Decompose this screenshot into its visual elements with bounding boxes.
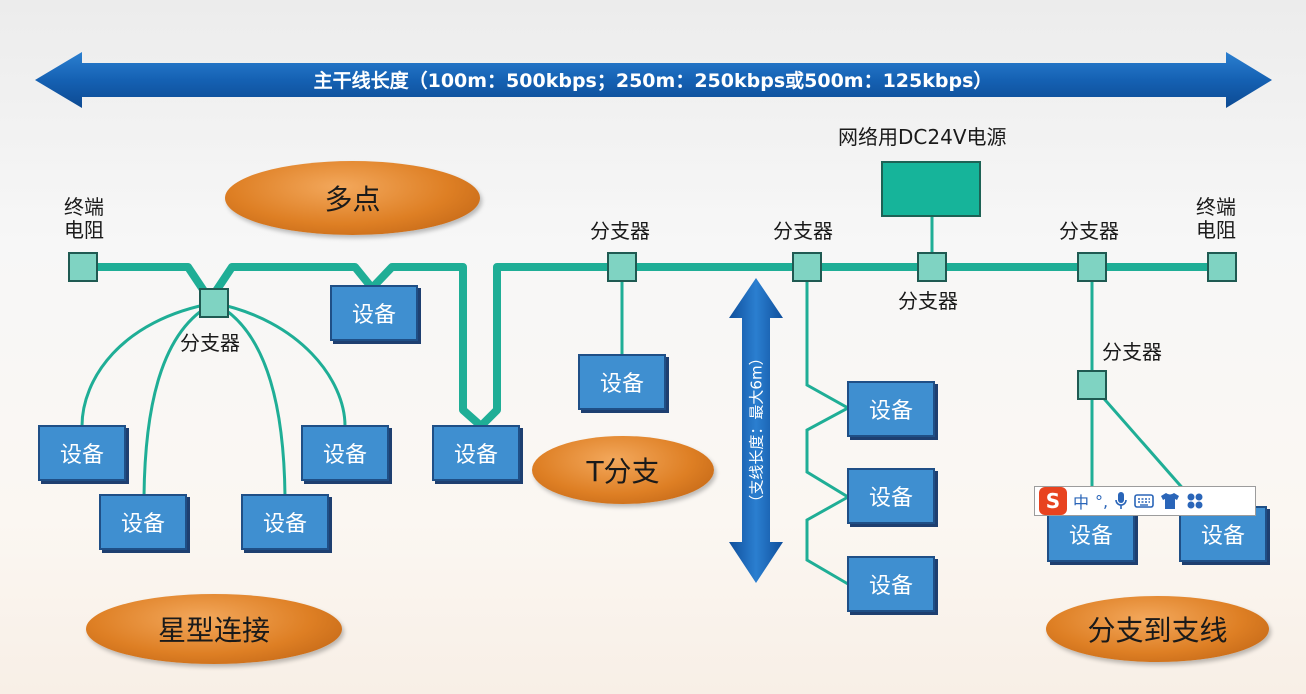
trunk-length-label: 主干线长度（100m：500kbps；250m：250kbps或500m：125… xyxy=(313,70,993,92)
sogou-logo-icon[interactable]: S xyxy=(1039,487,1067,515)
tap-sub-branch xyxy=(1077,370,1107,400)
tap-label: 分支器 xyxy=(590,219,650,243)
tap-power xyxy=(917,252,947,282)
tap-label: 分支器 xyxy=(1059,219,1119,243)
grid-icon[interactable] xyxy=(1186,492,1204,510)
power-supply xyxy=(881,161,981,217)
tap-multidrop xyxy=(792,252,822,282)
tap-label: 分支器 xyxy=(773,219,833,243)
device: 设备 xyxy=(38,425,126,481)
ime-mode-toggle[interactable]: 中 xyxy=(1073,493,1090,512)
ime-toolbar[interactable]: S 中 °, xyxy=(1034,486,1256,516)
tap-branch xyxy=(1077,252,1107,282)
tap-star xyxy=(199,288,229,318)
device: 设备 xyxy=(432,425,520,481)
terminator-right-label: 终端 电阻 xyxy=(1196,195,1236,242)
trunk-cable xyxy=(83,263,1226,429)
tap-label: 分支器 xyxy=(1102,340,1162,364)
tap-label: 分支器 xyxy=(180,331,240,355)
device: 设备 xyxy=(578,354,666,410)
tap-label: 分支器 xyxy=(898,289,958,313)
device: 设备 xyxy=(301,425,389,481)
drop-cables xyxy=(80,217,1202,586)
topology-branch-to-drop: 分支到支线 xyxy=(1046,596,1269,662)
keyboard-icon[interactable] xyxy=(1134,493,1154,509)
topology-star: 星型连接 xyxy=(86,594,342,664)
device: 设备 xyxy=(847,381,935,437)
device: 设备 xyxy=(99,494,187,550)
device: 设备 xyxy=(241,494,329,550)
topology-multipoint: 多点 xyxy=(225,161,480,235)
terminator-left xyxy=(68,252,98,282)
topology-t-branch: T分支 xyxy=(532,436,714,504)
drop-length-arrow xyxy=(729,278,783,583)
device: 设备 xyxy=(847,468,935,524)
tap-t-branch xyxy=(607,252,637,282)
device: 设备 xyxy=(330,285,418,341)
shirt-icon[interactable] xyxy=(1160,492,1180,510)
terminator-left-label: 终端 电阻 xyxy=(64,195,104,242)
power-supply-label: 网络用DC24V电源 xyxy=(838,125,1007,149)
drop-length-label: （支线长度：最大6m） xyxy=(747,350,766,510)
mic-icon[interactable] xyxy=(1114,491,1128,511)
trunk-length-arrow xyxy=(35,52,1272,108)
device: 设备 xyxy=(847,556,935,612)
ime-punctuation-toggle[interactable]: °, xyxy=(1095,491,1109,511)
terminator-right xyxy=(1207,252,1237,282)
